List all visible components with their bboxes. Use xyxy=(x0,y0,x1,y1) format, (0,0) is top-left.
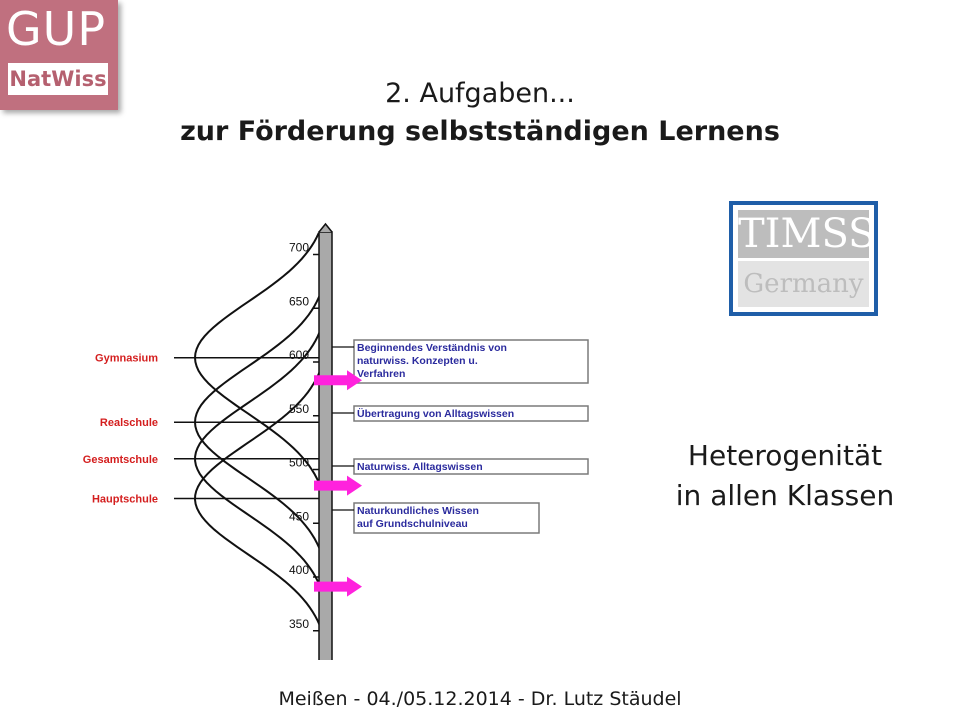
slide-title-line2: zur Förderung selbstständigen Lernens xyxy=(180,116,780,147)
heterogeneity-line2: in allen Klassen xyxy=(675,479,895,512)
scale-label: 400 xyxy=(289,563,309,577)
distribution-curve-gymnasium xyxy=(193,232,331,651)
scale-label: 700 xyxy=(289,241,309,255)
competence-level-text: Beginnendes Verständnis von xyxy=(357,342,507,354)
scale-bar xyxy=(318,231,333,660)
heterogeneity-line1: Heterogenität xyxy=(687,439,883,472)
slide-title-line1: 2. Aufgaben... xyxy=(385,78,575,109)
level-arrow xyxy=(314,370,362,391)
distribution-curve-gesamtschule xyxy=(194,232,331,651)
competence-level-text: Verfahren xyxy=(357,368,405,380)
slide-footer: Meißen - 04./05.12.2014 - Dr. Lutz Stäud… xyxy=(278,688,682,710)
scale-label: 350 xyxy=(289,617,309,631)
logo-natwiss-text: NatWiss xyxy=(8,63,108,95)
heterogeneity-note: Heterogenität in allen Klassen xyxy=(640,436,930,516)
scale-label: 500 xyxy=(289,456,309,470)
level-arrow xyxy=(314,475,362,496)
school-type-label: Hauptschule xyxy=(92,494,158,506)
timss-germany-logo: TIMSS Germany xyxy=(729,201,878,316)
gup-natwiss-logo: GUP NatWiss xyxy=(0,0,118,110)
timss-logo-subtitle: Germany xyxy=(738,261,869,307)
scale-label: 550 xyxy=(289,402,309,416)
competence-level-box xyxy=(353,339,589,384)
timss-logo-title: TIMSS xyxy=(738,210,876,258)
competence-level-text: Naturwiss. Alltagswissen xyxy=(357,461,483,473)
competence-level-text: Übertragung von Alltagswissen xyxy=(357,407,514,420)
scale-label: 650 xyxy=(289,294,309,308)
school-type-label: Gesamtschule xyxy=(83,454,158,466)
distribution-curve-realschule xyxy=(193,232,331,651)
school-type-label: Gymnasium xyxy=(95,353,158,365)
logo-gup-text: GUP xyxy=(6,2,107,56)
distribution-curve-hauptschule xyxy=(193,233,331,651)
competence-level-box xyxy=(353,502,540,534)
level-arrow xyxy=(314,576,362,597)
school-type-label: Realschule xyxy=(100,417,158,429)
competence-level-text: Naturkundliches Wissen xyxy=(357,505,479,517)
scale-bar-tip xyxy=(318,222,333,233)
competence-level-text: naturwiss. Konzepten u. xyxy=(357,355,478,367)
scale-label: 450 xyxy=(289,509,309,523)
competence-scale-diagram: 700 650 600 550 500 450 400 350 GymnasiumRealsch… xyxy=(83,222,589,660)
competence-level-text: auf Grundschulniveau xyxy=(357,518,468,530)
scale-label: 600 xyxy=(289,348,309,362)
